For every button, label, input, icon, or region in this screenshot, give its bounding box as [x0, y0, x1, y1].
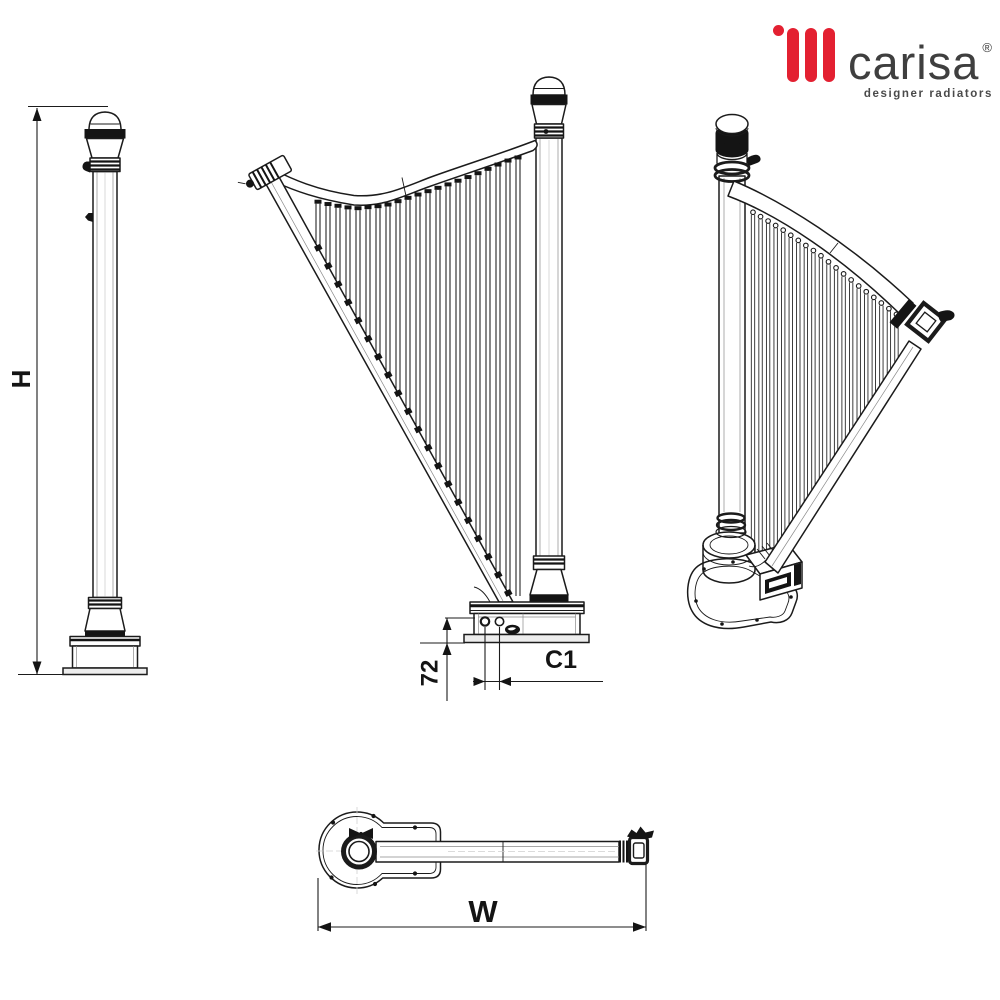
height-dimension: H — [6, 105, 108, 676]
air-vent-nub — [746, 154, 761, 166]
pipe-connection — [494, 616, 505, 627]
side-view — [62, 111, 148, 676]
screw — [412, 825, 418, 830]
screw — [329, 875, 334, 880]
registered-mark: ® — [982, 40, 993, 55]
dimension-label-w: W — [468, 894, 498, 929]
screw — [371, 813, 376, 819]
logo-dot — [773, 25, 784, 36]
screw — [412, 871, 418, 876]
diagonal-arm — [764, 340, 922, 574]
tube-connectors — [314, 243, 513, 597]
top-view — [316, 807, 654, 896]
logo-bar — [823, 28, 835, 82]
logo-bar — [787, 28, 799, 82]
logo-text: carisa® designer radiators — [848, 24, 993, 101]
dimension-label-c1: C1 — [545, 646, 577, 674]
valve-handle — [349, 828, 373, 839]
valve-lever — [627, 826, 654, 840]
neck-rail — [727, 180, 914, 319]
valve-nub — [85, 213, 93, 222]
neck-rail — [271, 139, 538, 206]
base-height-dimension: 72 — [417, 617, 475, 701]
perspective-view — [686, 113, 955, 630]
pipe-connection — [479, 616, 491, 627]
front-view — [237, 76, 590, 644]
brand-name: carisa® — [848, 36, 993, 89]
radiator-tubes — [750, 209, 900, 568]
air-vent-nub — [82, 161, 90, 173]
dimension-label-72: 72 — [417, 660, 444, 687]
radiator-tubes — [314, 155, 522, 596]
corner-fitting — [889, 299, 955, 344]
logo-mark — [773, 24, 837, 84]
vent-fitting — [237, 154, 293, 191]
brand-logo: carisa® designer radiators — [773, 24, 993, 100]
screw — [372, 881, 378, 887]
screw — [330, 820, 336, 825]
brand-tagline: designer radiators — [863, 88, 993, 100]
connection-spacing-dimension: C1 — [473, 627, 603, 690]
dimension-label-h: H — [6, 370, 36, 389]
width-dimension: W — [317, 864, 647, 932]
logo-bar — [805, 28, 817, 82]
diagonal-arm — [261, 165, 514, 603]
